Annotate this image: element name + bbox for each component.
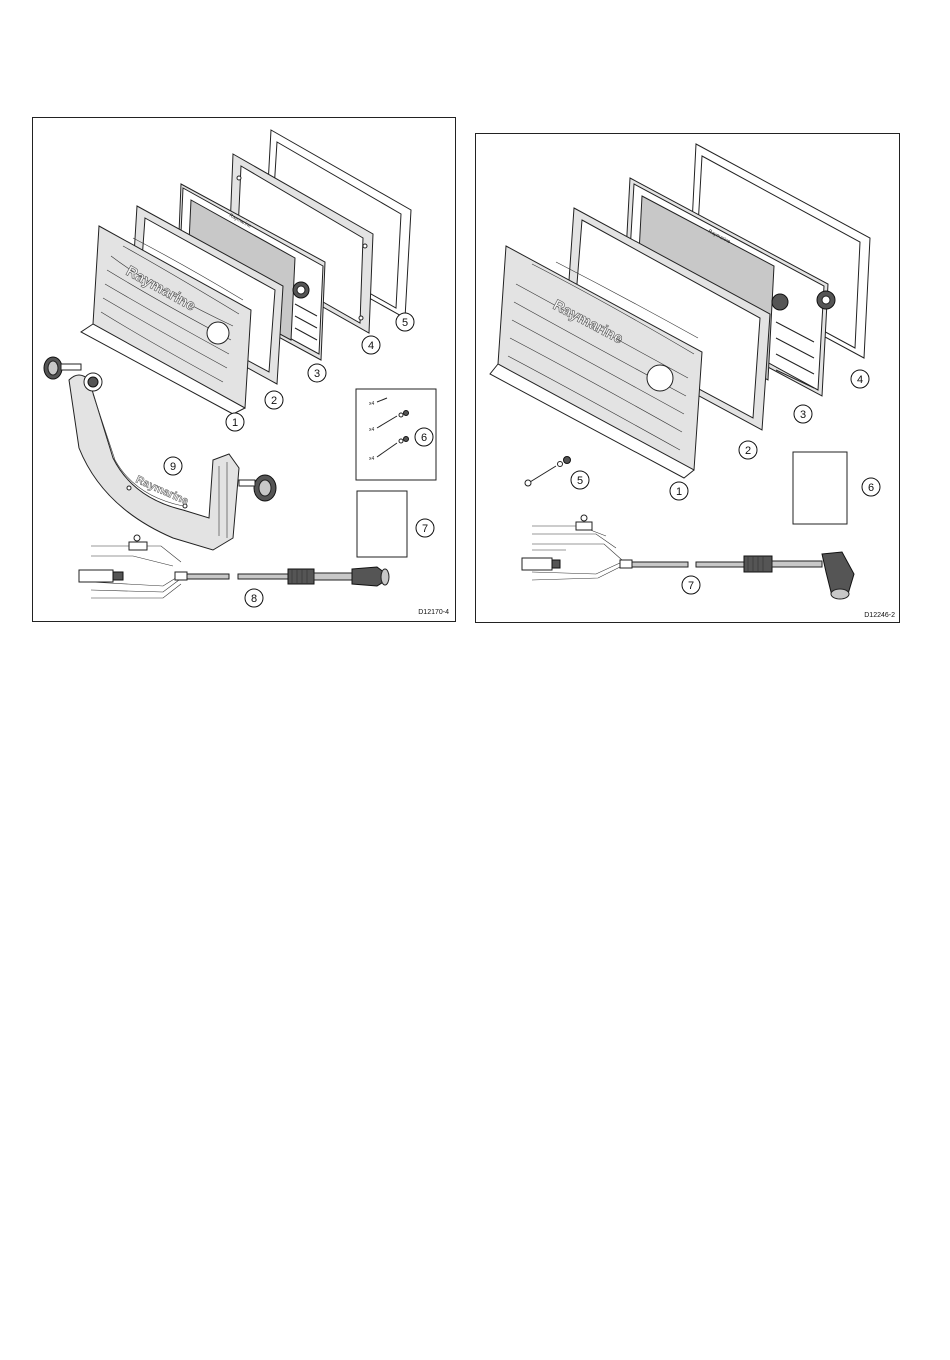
svg-text:7: 7 — [422, 523, 428, 535]
svg-text:4: 4 — [857, 374, 863, 386]
svg-text:7: 7 — [688, 580, 694, 592]
trunnion-bracket: Raymarine — [69, 373, 239, 550]
callout-1: 1 — [670, 482, 688, 500]
reference-code: D12246-2 — [864, 612, 895, 619]
callout-2: 2 — [739, 441, 757, 459]
svg-text:8: 8 — [251, 593, 257, 605]
callout-7: 7 — [682, 576, 700, 594]
callout-6: 6 — [415, 428, 433, 446]
svg-text:2: 2 — [745, 445, 751, 457]
callout-1: 1 — [226, 413, 244, 431]
right-exploded-diagram: Raymarine Raymarine — [475, 133, 900, 623]
left-diagram-drawing: Raymarine Raymarine Raymarine — [33, 118, 457, 623]
callout-7: 7 — [416, 519, 434, 537]
quantity-mark-2: x4 — [369, 427, 375, 433]
callout-4: 4 — [362, 336, 380, 354]
callout-9: 9 — [164, 457, 182, 475]
callout-6: 6 — [862, 478, 880, 496]
callout-3: 3 — [794, 405, 812, 423]
svg-text:5: 5 — [402, 317, 408, 329]
thumb-screw-set — [525, 457, 571, 487]
svg-text:4: 4 — [368, 340, 374, 352]
svg-text:3: 3 — [800, 409, 806, 421]
svg-text:1: 1 — [232, 417, 238, 429]
callout-2: 2 — [265, 391, 283, 409]
right-diagram-drawing: Raymarine Raymarine — [476, 134, 901, 624]
quantity-mark-3: x4 — [369, 456, 375, 462]
svg-text:6: 6 — [421, 432, 427, 444]
svg-text:5: 5 — [577, 475, 583, 487]
bracket-knob-right — [239, 475, 276, 501]
svg-text:9: 9 — [170, 461, 176, 473]
documentation-pack — [793, 452, 847, 524]
svg-text:1: 1 — [676, 486, 682, 498]
svg-text:3: 3 — [314, 368, 320, 380]
power-data-cable — [79, 535, 389, 598]
callout-5: 5 — [396, 313, 414, 331]
callout-5: 5 — [571, 471, 589, 489]
reference-code: D12170-4 — [418, 609, 449, 616]
callout-4: 4 — [851, 370, 869, 388]
left-exploded-diagram: Raymarine Raymarine Raymarine — [32, 117, 456, 622]
callout-8: 8 — [245, 589, 263, 607]
documentation-pack — [357, 491, 407, 557]
quantity-mark-1: x4 — [369, 401, 375, 407]
svg-text:2: 2 — [271, 395, 277, 407]
svg-text:6: 6 — [868, 482, 874, 494]
callout-3: 3 — [308, 364, 326, 382]
